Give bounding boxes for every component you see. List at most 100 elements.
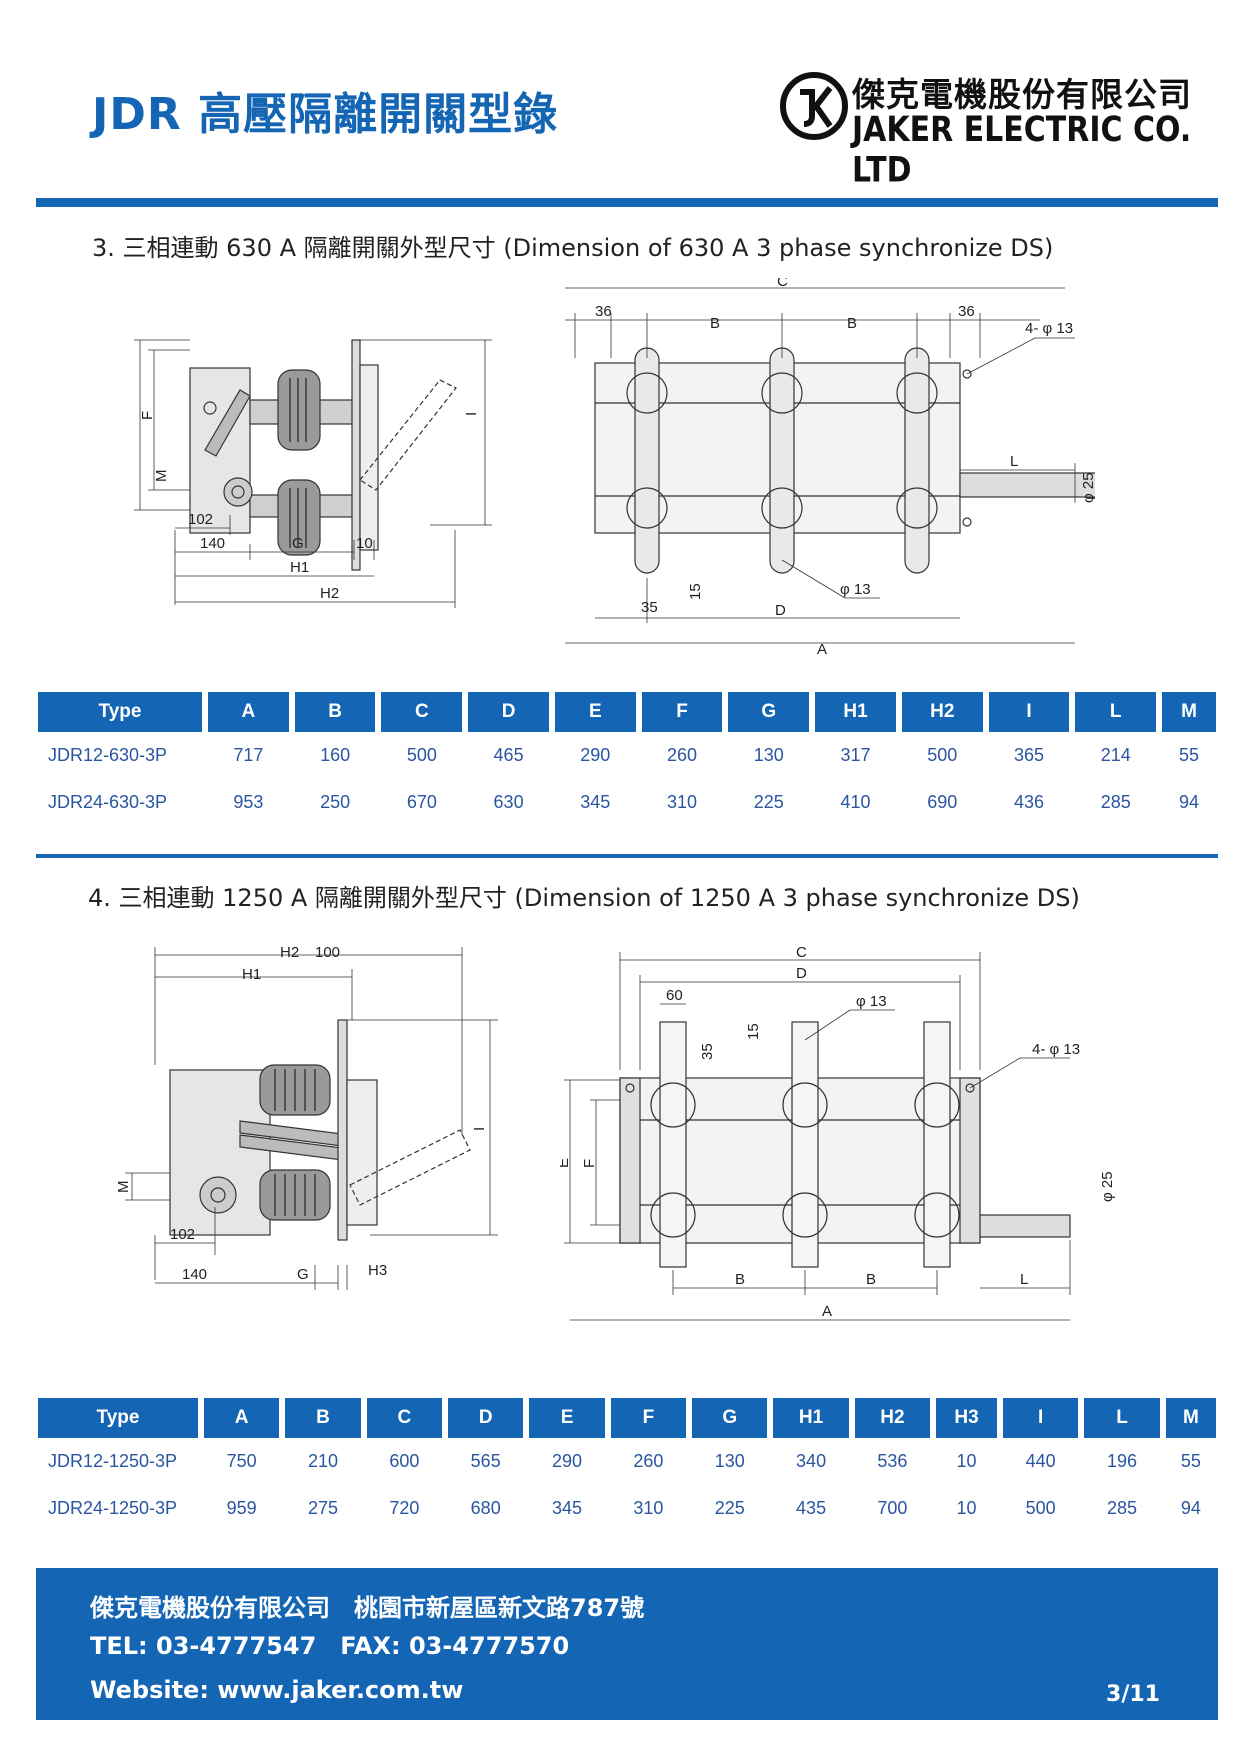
table-row: JDR24-1250-3P 959 275 720 680 345 310 22… xyxy=(38,1485,1216,1532)
column-header: E xyxy=(529,1398,605,1438)
footer-company-name: 傑克電機股份有限公司 xyxy=(90,1594,330,1622)
dim-label-36-left: 36 xyxy=(595,303,612,320)
dim-label-102: 102 xyxy=(170,1226,195,1243)
column-header: G xyxy=(728,692,810,732)
dim-label-c: C xyxy=(796,944,807,961)
dim-label-35: 35 xyxy=(641,599,658,616)
table-cell: 290 xyxy=(580,745,611,765)
table-cell: 310 xyxy=(633,1498,664,1518)
table-cell: 953 xyxy=(233,792,264,812)
footer-company-line: 傑克電機股份有限公司桃園市新屋區新文路787號 xyxy=(90,1588,644,1623)
table-row: JDR24-630-3P 953 250 670 630 345 310 225… xyxy=(38,779,1216,826)
table-cell: 130 xyxy=(714,1451,745,1471)
dim-label-phi13: φ 13 xyxy=(840,581,871,598)
dim-label-a: A xyxy=(817,641,827,658)
table-cell: 536 xyxy=(877,1451,908,1471)
dim-label-l: L xyxy=(1020,1271,1028,1288)
column-header: D xyxy=(448,1398,524,1438)
column-header: H3 xyxy=(936,1398,998,1438)
table-cell: 250 xyxy=(320,792,351,812)
dim-label-60: 60 xyxy=(666,987,683,1004)
column-header: B xyxy=(294,692,376,732)
table-cell: 225 xyxy=(753,792,784,812)
column-header: A xyxy=(204,1398,280,1438)
dim-label-e: E xyxy=(560,1158,572,1168)
page-number: 3/11 xyxy=(1106,1682,1160,1707)
dim-label-102: 102 xyxy=(188,511,213,528)
dim-label-d: D xyxy=(775,602,786,619)
table-cell: 260 xyxy=(667,745,698,765)
column-header: E xyxy=(554,692,636,732)
dim-label-h2: H2 xyxy=(280,944,299,961)
footer-address: 桃園市新屋區新文路787號 xyxy=(354,1594,645,1622)
table-cell: 565 xyxy=(470,1451,501,1471)
type-cell: JDR24-1250-3P xyxy=(48,1498,178,1518)
dim-label-100: 100 xyxy=(315,944,340,961)
table-cell: 465 xyxy=(493,745,524,765)
table-cell: 285 xyxy=(1100,792,1131,812)
company-name-english: JAKER ELECTRIC CO. LTD xyxy=(852,110,1192,191)
table-cell: 210 xyxy=(307,1451,339,1471)
dim-label-h3: H3 xyxy=(368,1262,387,1279)
table-cell: 750 xyxy=(226,1451,257,1471)
type-cell: JDR12-1250-3P xyxy=(48,1451,178,1471)
column-header: D xyxy=(468,692,549,732)
table-cell: 630 xyxy=(493,792,524,812)
dim-label-phi25: φ 25 xyxy=(1080,472,1095,503)
table-cell: 500 xyxy=(927,745,958,765)
dim-label-h1: H1 xyxy=(242,966,261,983)
dim-label-a: A xyxy=(822,1303,832,1320)
column-header: M xyxy=(1162,692,1216,732)
section3-front-view-drawing: C 36 B B 36 4- φ 13 L φ 25 φ 13 15 35 D … xyxy=(565,278,1095,658)
dim-label-35: 35 xyxy=(699,1043,716,1060)
table-cell: 365 xyxy=(1013,745,1044,765)
table-header-row: Type A B C D E F G H1 H2 I L M xyxy=(38,692,1216,732)
table-cell: 500 xyxy=(406,745,437,765)
table-cell: 717 xyxy=(233,745,264,765)
dim-label-36-right: 36 xyxy=(958,303,975,320)
dim-label-c: C xyxy=(777,278,788,290)
table-cell: 55 xyxy=(1179,745,1200,765)
column-header: C xyxy=(366,1398,443,1438)
section4-front-view-drawing: C D 60 φ 13 35 15 4- φ 13 E F φ 25 B B L… xyxy=(560,940,1120,1370)
table-row: JDR12-1250-3P 750 210 600 565 290 260 13… xyxy=(38,1438,1216,1485)
table-cell: 130 xyxy=(753,745,784,765)
dim-label-140: 140 xyxy=(182,1266,207,1283)
table-cell: 317 xyxy=(840,745,871,765)
dim-label-f: F xyxy=(581,1159,598,1168)
dim-label-m: M xyxy=(153,470,170,483)
dim-label-10: 10 xyxy=(356,535,373,552)
footer-tel: TEL: 03-4777547 xyxy=(90,1632,317,1660)
column-header: H1 xyxy=(773,1398,849,1438)
section3-dimension-table: Type A B C D E F G H1 H2 I L M JDR12-630… xyxy=(32,692,1222,826)
company-name-chinese: 傑克電機股份有限公司 xyxy=(852,75,1192,114)
column-header: A xyxy=(208,692,289,732)
dim-label-m: M xyxy=(115,1181,132,1194)
table-cell: 959 xyxy=(226,1498,257,1518)
dim-label-b-left: B xyxy=(710,315,720,332)
section-divider-rule xyxy=(36,854,1218,858)
dim-label-i: I xyxy=(463,412,480,416)
table-cell: 94 xyxy=(1180,1498,1201,1518)
dim-label-g: G xyxy=(297,1266,309,1283)
column-header: Type xyxy=(38,1398,198,1438)
section3-heading: 3. 三相連動 630 A 隔離開關外型尺寸 (Dimension of 630… xyxy=(92,234,1054,262)
company-logo xyxy=(780,72,848,140)
section3-side-view-drawing: E F M I 102 140 G 10 H1 H2 xyxy=(130,330,550,675)
dim-label-b-left: B xyxy=(735,1271,745,1288)
table-row: JDR12-630-3P 717 160 500 465 290 260 130… xyxy=(38,732,1216,779)
dim-label-b-right: B xyxy=(866,1271,876,1288)
table-cell: 10 xyxy=(956,1451,977,1471)
dim-label-h1: H1 xyxy=(290,559,309,576)
table-cell: 345 xyxy=(552,1498,583,1518)
column-header: I xyxy=(1003,1398,1079,1438)
type-cell: JDR12-630-3P xyxy=(48,745,168,765)
table-cell: 700 xyxy=(877,1498,908,1518)
dim-label-f: F xyxy=(139,411,156,420)
table-cell: 94 xyxy=(1179,792,1200,812)
dim-label-h2: H2 xyxy=(320,585,339,602)
table-cell: 160 xyxy=(320,745,351,765)
header-rule xyxy=(36,198,1218,207)
table-cell: 600 xyxy=(389,1451,420,1471)
